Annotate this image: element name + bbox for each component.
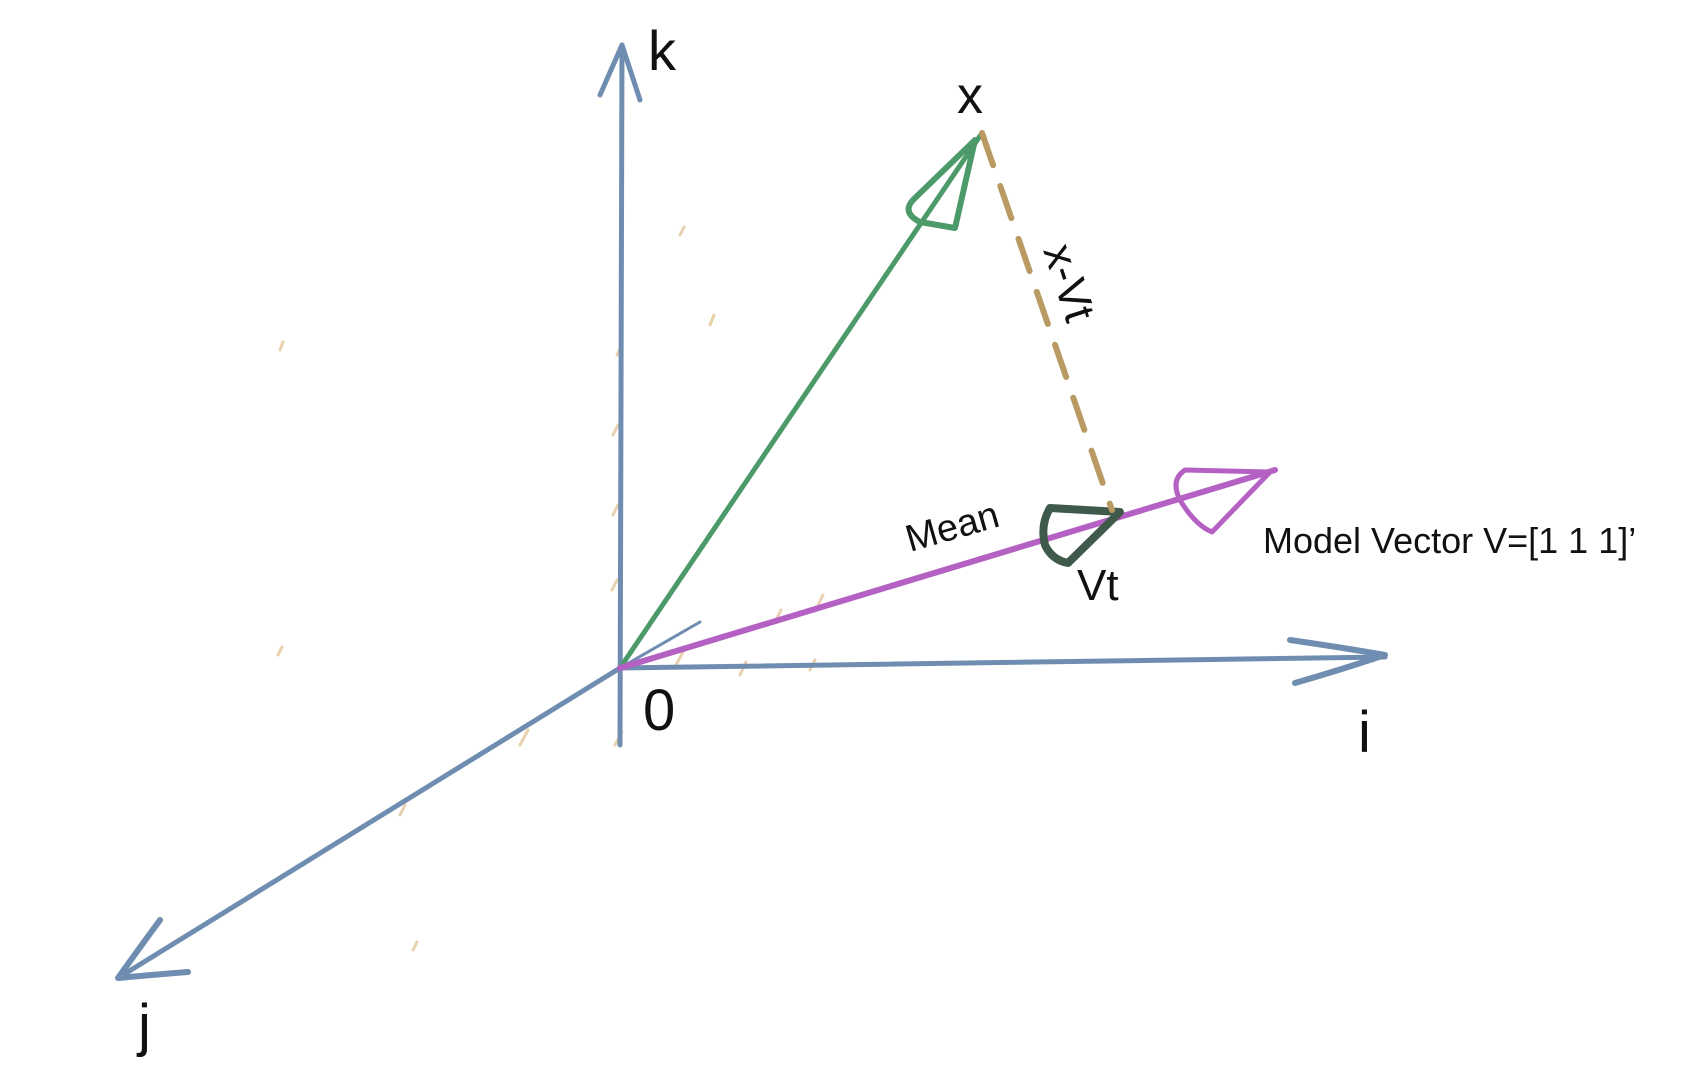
origin-label: 0 [643, 678, 675, 743]
k-axis [597, 42, 643, 748]
x-vector [617, 130, 985, 671]
projection-arrowhead [1039, 504, 1124, 567]
j-axis [115, 620, 702, 981]
i-axis [617, 637, 1388, 686]
residual-line [979, 130, 1115, 513]
axis-k-label: k [648, 19, 677, 82]
model-vector [617, 467, 1278, 671]
axis-i-label: i [1358, 700, 1371, 765]
axis-j-label: j [136, 993, 151, 1058]
guide-ticks [276, 225, 825, 952]
vector-x-label: x [957, 67, 983, 125]
mean-label: Mean [901, 494, 1004, 561]
projection-label: Vt [1077, 561, 1119, 610]
model-vector-label: Model Vector V=[1 1 1]’ [1263, 520, 1636, 561]
